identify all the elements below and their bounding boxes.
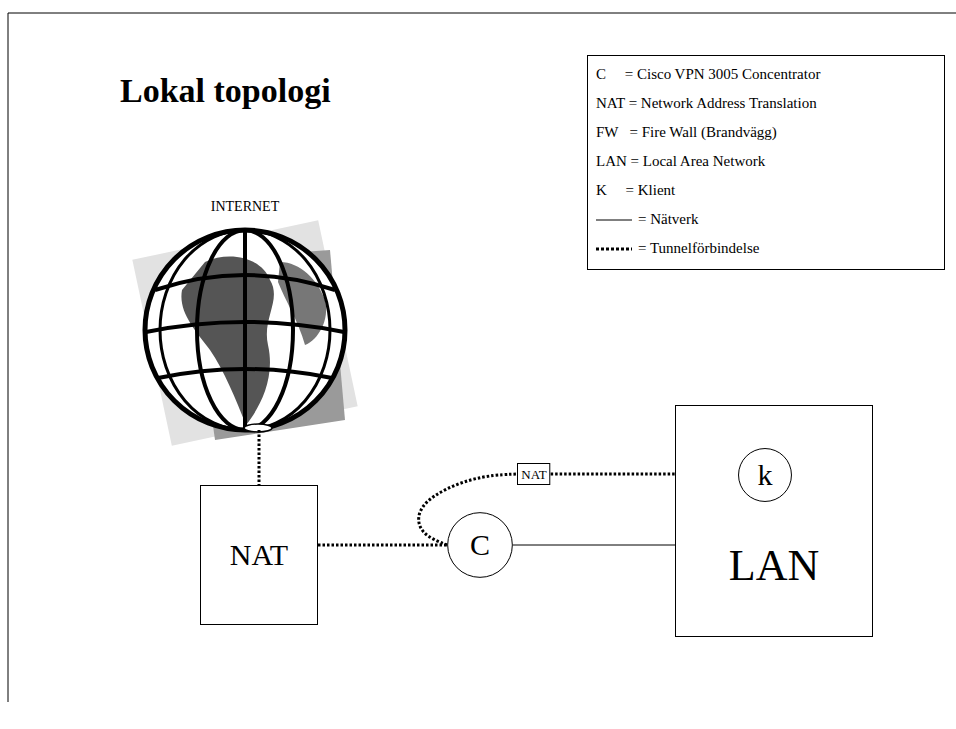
legend-swatch [596, 215, 632, 225]
nat-box: NAT [517, 463, 550, 485]
legend-text: K = Klient [596, 182, 675, 199]
network-link [513, 545, 675, 546]
legend-row: LAN = Local Area Network [588, 147, 944, 176]
cloud-label: INTERNET [140, 200, 350, 432]
legend-text: FW = Fire Wall (Brandvägg) [596, 124, 777, 141]
legend-text: = Tunnelförbindelse [638, 240, 759, 257]
title: Lokal topologi [120, 72, 331, 110]
tunnel-connection [318, 544, 447, 547]
globe-icon [132, 220, 357, 445]
legend-text: = Nätverk [638, 211, 699, 228]
node-label: C [470, 530, 490, 560]
frame-line [8, 13, 9, 702]
node-label: LAN [729, 544, 819, 588]
box-outline [675, 405, 873, 637]
legend-row: K = Klient [588, 176, 944, 205]
legend-row: FW = Fire Wall (Brandvägg) [588, 118, 944, 147]
legend-row: C = Cisco VPN 3005 Concentrator [588, 60, 944, 89]
tunnel-connection [258, 430, 261, 485]
legend-box: C = Cisco VPN 3005 ConcentratorNAT = Net… [587, 55, 945, 270]
nat-box: NAT [200, 485, 318, 625]
frame-line [8, 13, 956, 14]
legend-row: = Nätverk [588, 205, 944, 234]
legend-swatch [596, 244, 632, 254]
legend-text: LAN = Local Area Network [596, 153, 765, 170]
legend-text: NAT = Network Address Translation [596, 95, 817, 112]
node-label: INTERNET [211, 200, 279, 214]
legend-text: C = Cisco VPN 3005 Concentrator [596, 66, 820, 83]
concentrator-circle: C [447, 512, 513, 578]
lan-box: LAN k [675, 405, 873, 637]
client-circle: k [738, 448, 792, 502]
node-label: NAT [521, 468, 546, 481]
node-label: k [758, 460, 773, 490]
legend-row: = Tunnelförbindelse [588, 234, 944, 263]
node-label: NAT [230, 540, 288, 570]
legend-row: NAT = Network Address Translation [588, 89, 944, 118]
